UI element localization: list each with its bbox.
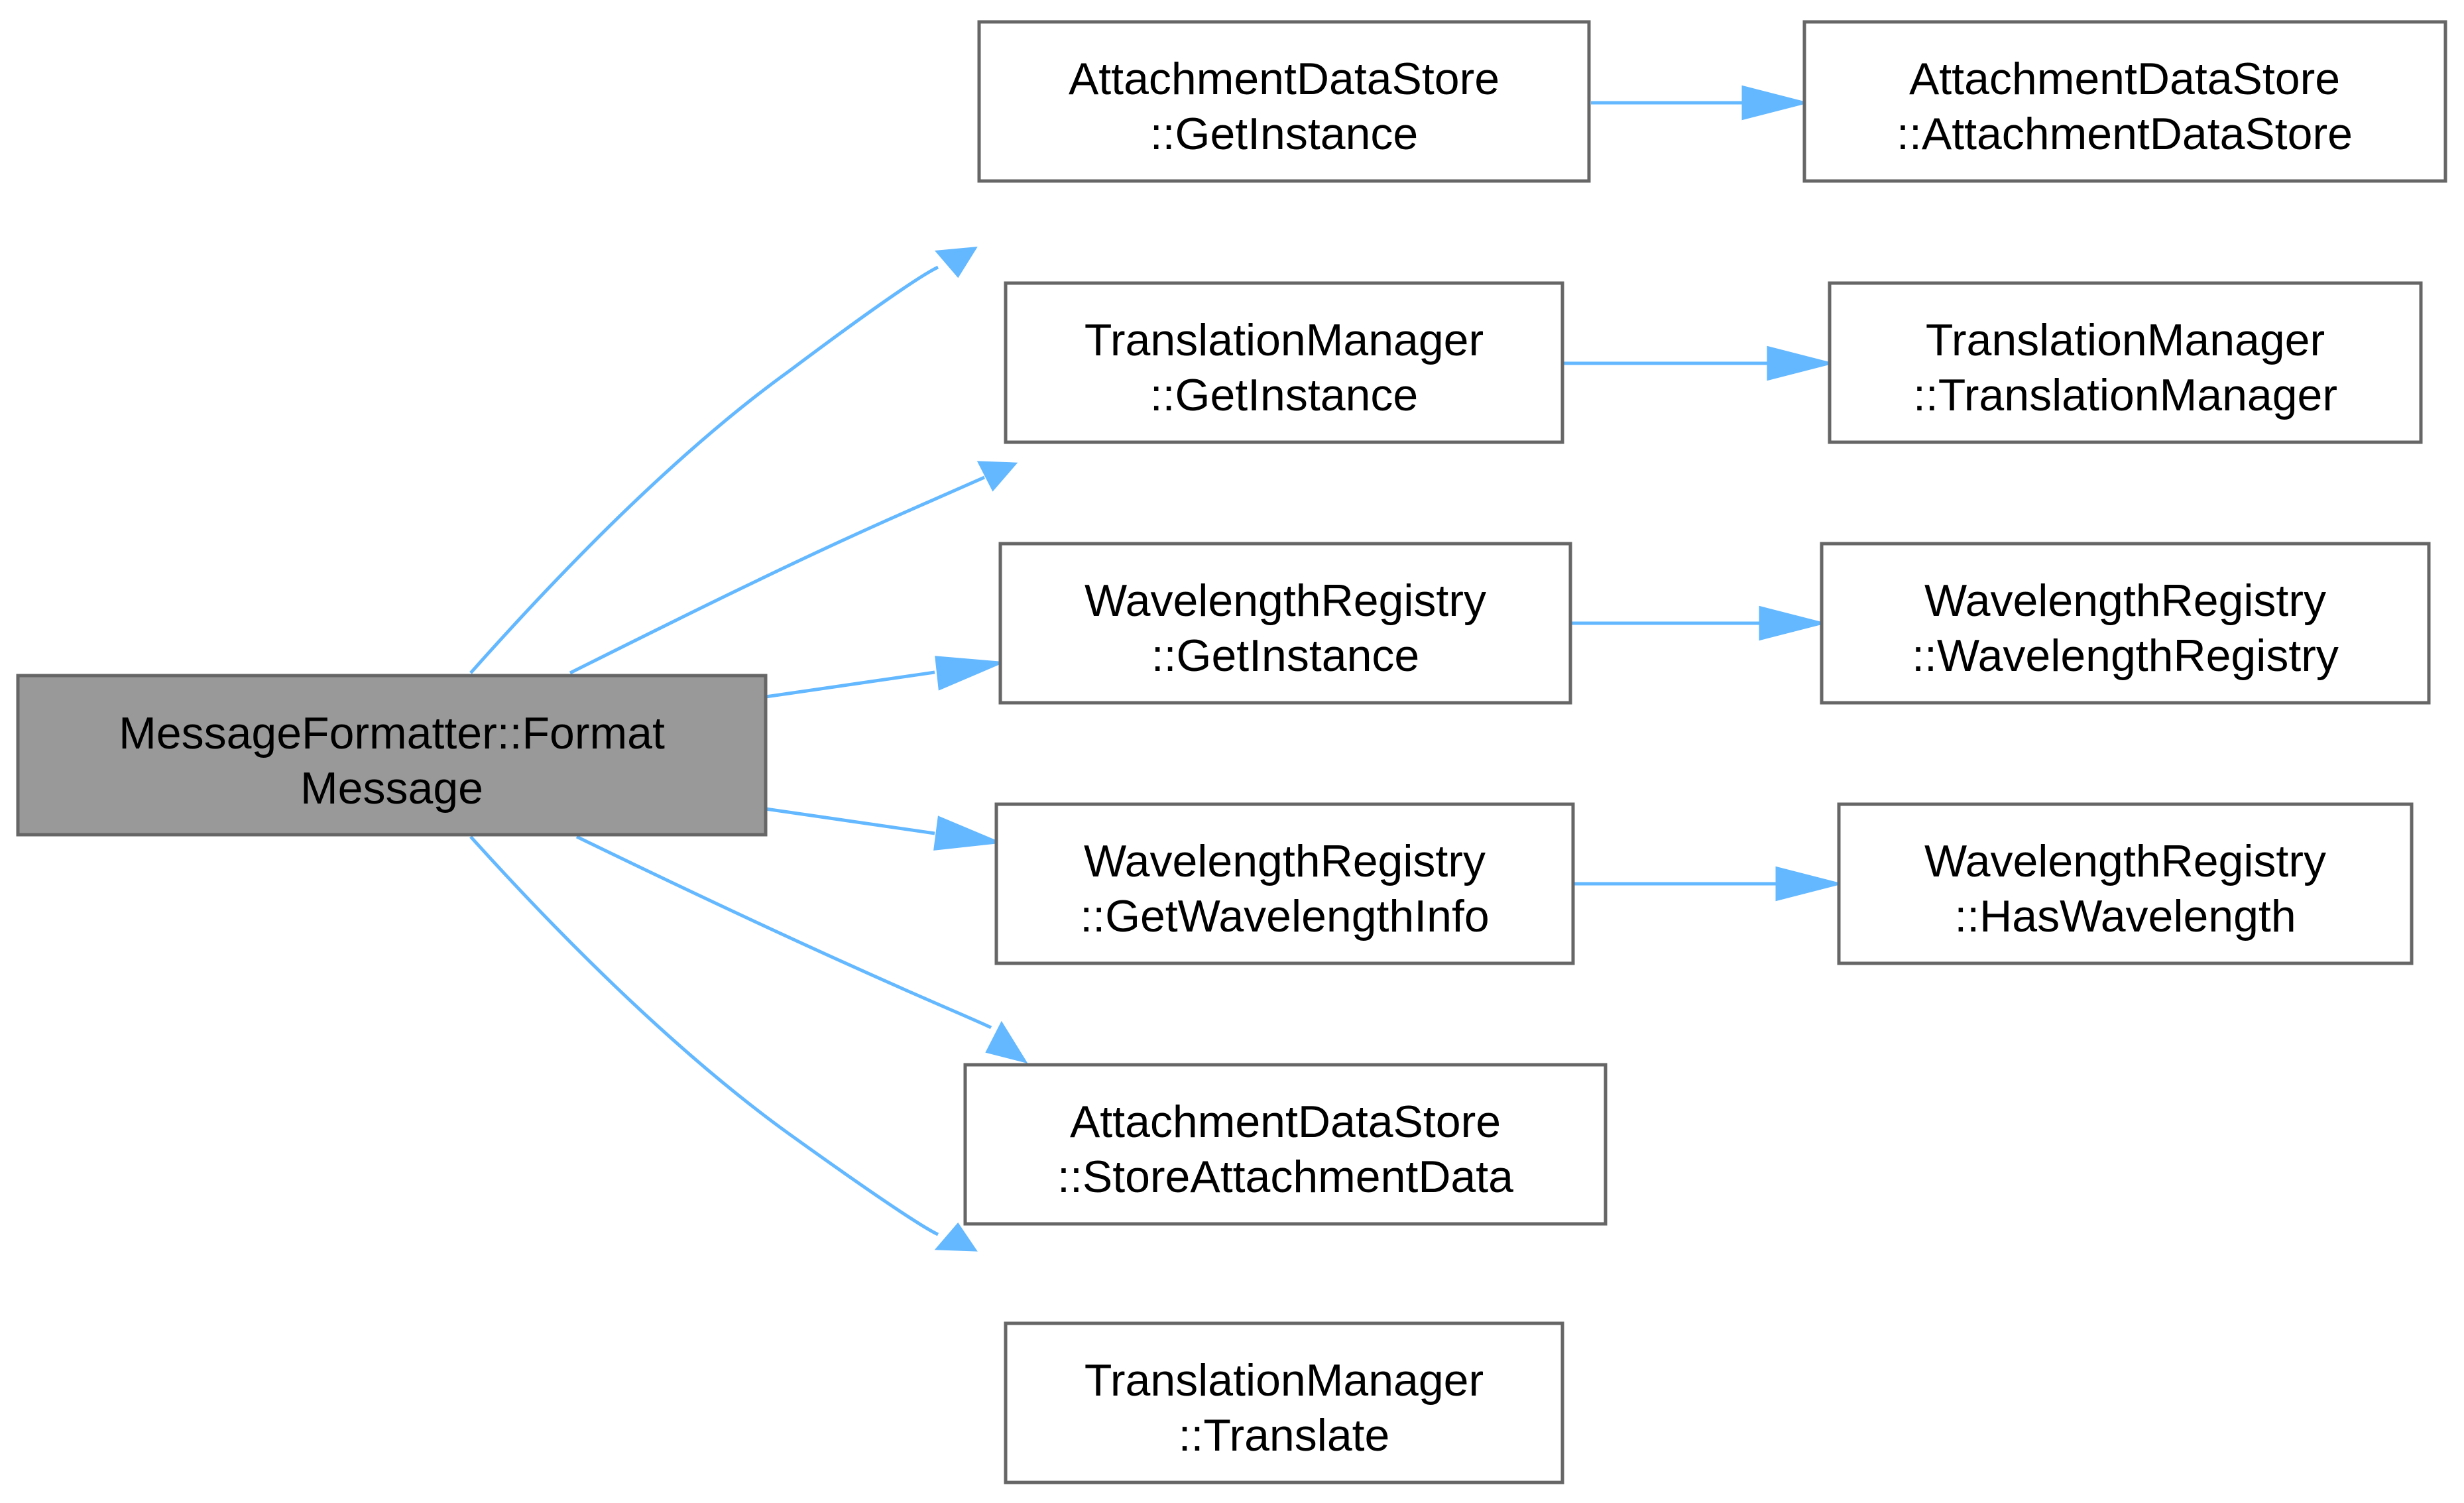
node-wr-ctor-line1: WavelengthRegistry [1924, 575, 2326, 626]
node-wr-ctor-line2: ::WavelengthRegistry [1912, 631, 2339, 681]
node-root[interactable]: MessageFormatter::Format Message [16, 674, 768, 837]
arrowhead-ads-ctor [1741, 85, 1804, 121]
arrowhead-wr-getinstance [935, 656, 1000, 691]
arrowhead-ads-getinstance [934, 247, 978, 278]
node-tm-translate-box [1004, 1321, 1564, 1484]
node-tm-ctor[interactable]: TranslationManager ::TranslationManager [1828, 281, 2423, 444]
node-root-box [16, 674, 768, 837]
node-ads-getinstance-line1: AttachmentDataStore [1069, 54, 1499, 104]
node-tm-translate[interactable]: TranslationManager ::Translate [1004, 1321, 1564, 1484]
node-tm-getinstance-line2: ::GetInstance [1150, 370, 1418, 420]
arrowhead-tm-ctor [1767, 345, 1829, 381]
node-wr-getinstance-line1: WavelengthRegistry [1085, 575, 1486, 626]
edges [469, 85, 1838, 1252]
node-wr-getwavelengthinfo-line2: ::GetWavelengthInfo [1080, 891, 1489, 941]
arrowhead-wr-haswavelength [1775, 866, 1838, 902]
arrowhead-wr-ctor [1759, 605, 1821, 641]
arrowhead-ads-storeattachmentdata [985, 1020, 1028, 1063]
node-ads-storeattachmentdata-line1: AttachmentDataStore [1070, 1097, 1501, 1147]
node-wr-getwavelengthinfo-box [994, 802, 1575, 965]
node-ads-storeattachmentdata-box [963, 1063, 1608, 1226]
edge-root-to-wr-getwavelengthinfo [765, 807, 935, 835]
node-root-line1: MessageFormatter::Format [119, 708, 665, 758]
node-wr-ctor-box [1820, 542, 2431, 705]
arrowhead-tm-getinstance [976, 461, 1018, 492]
node-wr-getinstance-box [998, 542, 1572, 705]
node-tm-translate-line2: ::Translate [1179, 1410, 1390, 1461]
node-tm-translate-line1: TranslationManager [1085, 1355, 1484, 1406]
edge-root-to-ads-storeattachmentdata [575, 835, 992, 1030]
node-ads-getinstance-line2: ::GetInstance [1150, 109, 1418, 159]
node-ads-storeattachmentdata-line2: ::StoreAttachmentData [1057, 1152, 1513, 1202]
edge-root-to-wr-getinstance [765, 670, 935, 699]
node-wr-haswavelength-line1: WavelengthRegistry [1924, 836, 2326, 886]
node-tm-getinstance[interactable]: TranslationManager ::GetInstance [1004, 281, 1564, 444]
node-wr-getwavelengthinfo-line1: WavelengthRegistry [1084, 836, 1486, 886]
node-wr-haswavelength-box [1837, 802, 2414, 965]
edge-root-to-tm-getinstance [569, 475, 985, 675]
node-wr-getinstance[interactable]: WavelengthRegistry ::GetInstance [998, 542, 1572, 705]
node-tm-getinstance-line1: TranslationManager [1085, 315, 1484, 365]
node-root-line2: Message [300, 763, 483, 813]
node-wr-getinstance-line2: ::GetInstance [1151, 631, 1419, 681]
node-tm-ctor-box [1828, 281, 2423, 444]
node-ads-ctor-line2: ::AttachmentDataStore [1897, 109, 2353, 159]
edge-root-to-tm-translate [469, 835, 939, 1236]
node-wr-haswavelength[interactable]: WavelengthRegistry ::HasWavelength [1837, 802, 2414, 965]
arrowhead-wr-getwavelengthinfo [933, 815, 997, 851]
node-tm-ctor-line2: ::TranslationManager [1913, 370, 2337, 420]
node-ads-getinstance-box [977, 20, 1591, 183]
node-tm-ctor-line1: TranslationManager [1926, 315, 2325, 365]
node-tm-getinstance-box [1004, 281, 1564, 444]
node-ads-ctor-line1: AttachmentDataStore [1909, 54, 2340, 104]
node-wr-ctor[interactable]: WavelengthRegistry ::WavelengthRegistry [1820, 542, 2431, 705]
node-wr-getwavelengthinfo[interactable]: WavelengthRegistry ::GetWavelengthInfo [994, 802, 1575, 965]
node-ads-ctor-box [1802, 20, 2447, 183]
arrowhead-tm-translate [934, 1222, 978, 1252]
node-ads-getinstance[interactable]: AttachmentDataStore ::GetInstance [977, 20, 1591, 183]
edge-root-to-ads-getinstance [469, 265, 939, 674]
node-wr-haswavelength-line2: ::HasWavelength [1954, 891, 2296, 941]
node-ads-storeattachmentdata[interactable]: AttachmentDataStore ::StoreAttachmentDat… [963, 1063, 1608, 1226]
node-ads-ctor[interactable]: AttachmentDataStore ::AttachmentDataStor… [1802, 20, 2447, 183]
